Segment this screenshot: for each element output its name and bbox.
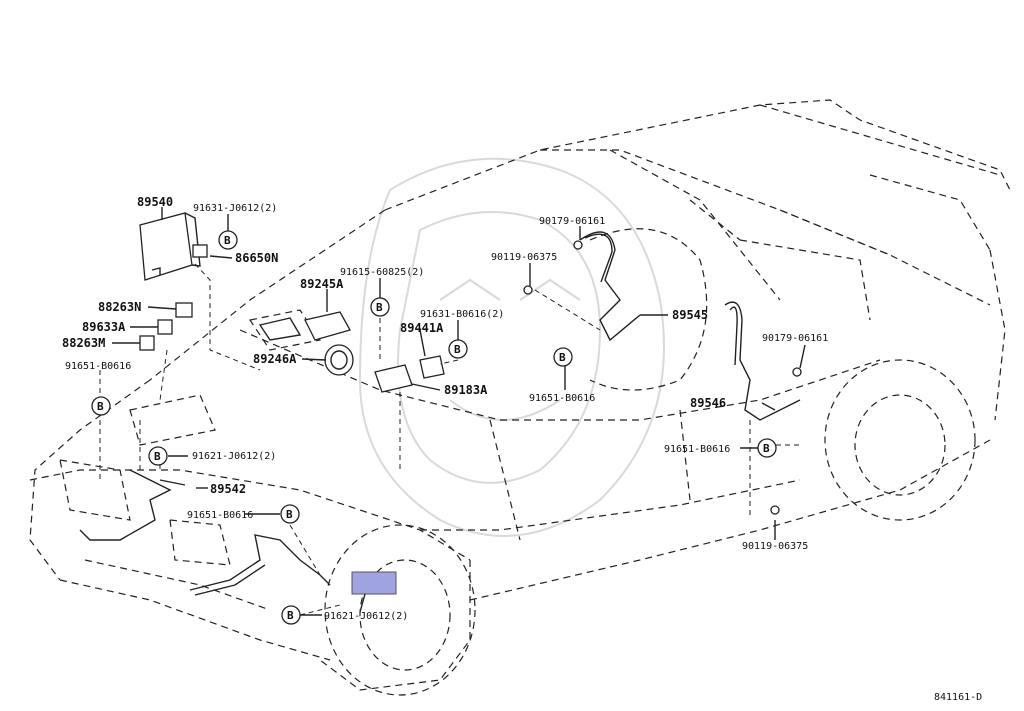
label-91631-j0612[interactable]: 91631-J0612(2) [193, 203, 277, 214]
label-91651-b0616-left[interactable]: 91651-B0616 [65, 361, 131, 372]
callout-b-3[interactable]: B [370, 297, 390, 317]
label-89633a[interactable]: 89633A [82, 320, 126, 334]
highlight-leader [359, 593, 366, 613]
callout-b-9[interactable]: B [281, 605, 301, 625]
wire-89545[interactable] [579, 231, 641, 342]
label-89540[interactable]: 89540 [137, 195, 173, 209]
relay-88263m[interactable] [139, 335, 155, 351]
label-leaders [112, 207, 806, 616]
abs-ecu-89540[interactable] [139, 212, 201, 281]
label-88263n[interactable]: 88263N [98, 300, 141, 314]
label-90179-06161-top[interactable]: 90179-06161 [539, 216, 605, 227]
label-89246a[interactable]: 89246A [253, 352, 297, 366]
sensor-89246a[interactable] [324, 344, 354, 376]
label-91651-b0616-front[interactable]: 91651-B0616 [187, 510, 253, 521]
label-89545[interactable]: 89545 [672, 308, 708, 322]
highlighted-part[interactable] [351, 571, 397, 595]
svg-text:B: B [763, 442, 770, 455]
callout-b-5[interactable]: B [553, 347, 573, 367]
diagram-id: 841161-D [934, 692, 982, 703]
wire-front-right[interactable] [189, 534, 331, 596]
svg-text:B: B [286, 508, 293, 521]
callout-b-6[interactable]: B [148, 446, 168, 466]
label-86650n[interactable]: 86650N [235, 251, 278, 265]
svg-text:B: B [454, 343, 461, 356]
svg-text:B: B [97, 400, 104, 413]
label-90119-06375-top[interactable]: 90119-06375 [491, 252, 557, 263]
svg-text:B: B [287, 609, 294, 622]
label-90119-06375-bottom[interactable]: 90119-06375 [742, 541, 808, 552]
yaw-sensor-89183a[interactable] [374, 364, 413, 393]
callout-b-7[interactable]: B [280, 504, 300, 524]
callout-b-1[interactable]: B [218, 230, 238, 250]
label-91651-b0616-right[interactable]: 91651-B0616 [664, 444, 730, 455]
label-90179-06161-right[interactable]: 90179-06161 [762, 333, 828, 344]
wire-89546[interactable] [724, 301, 801, 421]
label-89245a[interactable]: 89245A [300, 277, 344, 291]
sensor-89441a[interactable] [419, 355, 445, 379]
label-91621-j0612-top[interactable]: 91621-J0612(2) [192, 451, 276, 462]
label-89183a[interactable]: 89183A [444, 383, 488, 397]
bolts [523, 240, 802, 515]
svg-text:B: B [224, 234, 231, 247]
connector-86650n[interactable] [192, 244, 208, 258]
spiral-cable-89245a[interactable] [258, 311, 351, 341]
wire-89542[interactable] [79, 469, 186, 541]
label-91651-b0616-mid[interactable]: 91651-B0616 [529, 393, 595, 404]
label-89542[interactable]: 89542 [210, 482, 246, 496]
label-91631-b0616[interactable]: 91631-B0616(2) [420, 309, 504, 320]
car-outline [29, 99, 1011, 696]
relay-88263n[interactable] [175, 302, 193, 318]
label-88263m[interactable]: 88263M [62, 336, 105, 350]
label-91621-j0612-bottom[interactable]: 91621-J0612(2) [324, 611, 408, 622]
callout-b-2[interactable]: B [91, 396, 111, 416]
svg-text:B: B [376, 301, 383, 314]
watermark-emblem [358, 157, 665, 537]
label-89546[interactable]: 89546 [690, 396, 726, 410]
svg-text:B: B [559, 351, 566, 364]
callout-b-4[interactable]: B [448, 339, 468, 359]
bracket-box [129, 394, 216, 446]
relay-89633a[interactable] [157, 319, 173, 335]
svg-text:B: B [154, 450, 161, 463]
label-91615-60825[interactable]: 91615-60825(2) [340, 267, 424, 278]
callout-b-8[interactable]: B [757, 438, 777, 458]
label-89441a[interactable]: 89441A [400, 321, 444, 335]
